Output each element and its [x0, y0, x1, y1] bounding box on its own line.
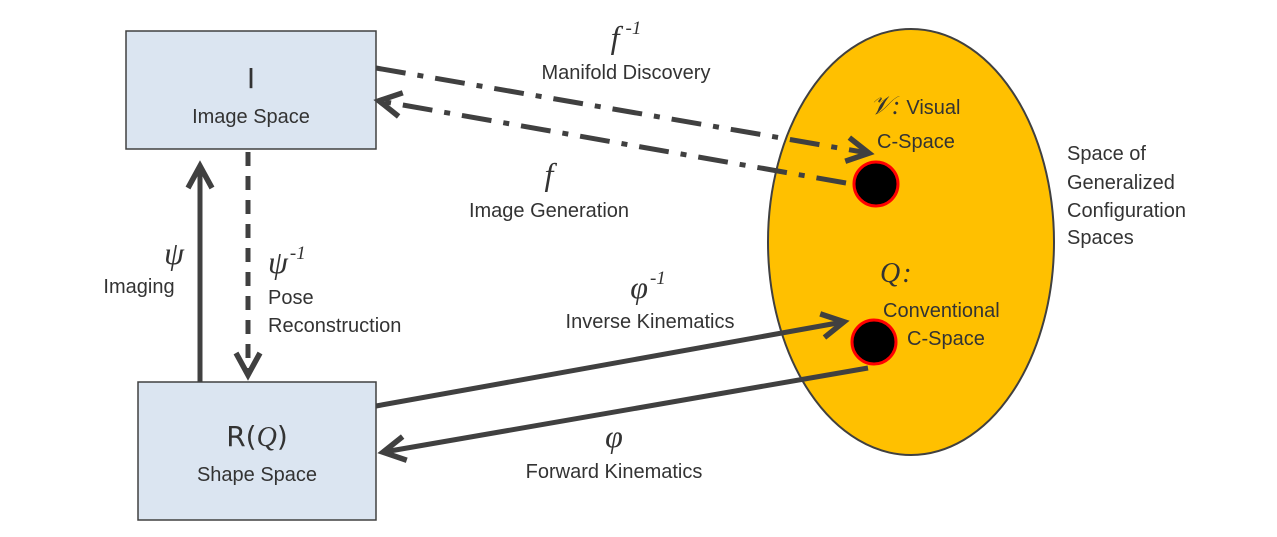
manifold-discovery-symbol-main: f [611, 19, 624, 55]
manifold-discovery-label: Manifold Discovery [542, 62, 711, 84]
generalized-space-label-line4: Spaces [1067, 227, 1134, 249]
generalized-space-label-line2: Generalized [1067, 172, 1175, 194]
shape-space-symbol-var: Q [257, 422, 277, 453]
manifold-discovery-superscript: -1 [626, 18, 642, 39]
visual-cspace-colon: : [892, 91, 901, 120]
manifold-discovery-arrow [375, 65, 875, 164]
image-generation-arrow [373, 90, 847, 186]
imaging-symbol: ψ [164, 235, 185, 271]
image-space-box [125, 30, 377, 150]
manifold-discovery-symbol: f-1 [611, 18, 642, 55]
conventional-cspace-label-line2: C-Space [907, 328, 985, 350]
inverse-kinematics-arrow [375, 311, 850, 409]
shape-space-box [137, 381, 377, 521]
shape-space-label: Shape Space [197, 464, 317, 486]
visual-cspace-label-line2: C-Space [877, 131, 955, 153]
imaging-label: Imaging [103, 276, 174, 298]
image-generation-label: Image Generation [469, 200, 629, 222]
generalized-space-label-line3: Configuration [1067, 200, 1186, 222]
shape-space-symbol: R(Q) [226, 420, 288, 453]
inverse-kinematics-label: Inverse Kinematics [566, 311, 735, 333]
inverse-kinematics-symbol: φ-1 [630, 268, 666, 305]
pose-reconstruction-symbol-main: ψ [268, 244, 289, 280]
pose-reconstruction-superscript: -1 [290, 243, 306, 264]
visual-cspace-title: 𝒱:Visual [870, 91, 960, 120]
conventional-cspace-symbol: Q [880, 258, 900, 289]
shape-space-symbol-prefix: R( [226, 420, 256, 453]
conventional-cspace-colon: : [902, 258, 911, 289]
inverse-kinematics-superscript: -1 [650, 268, 666, 289]
inverse-kinematics-symbol-main: φ [630, 269, 648, 305]
visual-cspace-label-line1: Visual [906, 97, 960, 119]
visual-cspace-point [852, 160, 900, 208]
generalized-space-label-line1: Space of [1067, 143, 1146, 165]
conventional-cspace-label-line1: Conventional [883, 300, 1000, 322]
image-space-label: Image Space [192, 106, 310, 128]
image-space-symbol: I [247, 62, 255, 95]
pose-reconstruction-label-line2: Reconstruction [268, 315, 401, 337]
forward-kinematics-symbol: φ [605, 418, 623, 454]
pose-reconstruction-label-line1: Pose [268, 287, 314, 309]
forward-kinematics-label: Forward Kinematics [526, 461, 703, 483]
shape-space-symbol-suffix: ) [277, 420, 288, 453]
image-generation-symbol: f [545, 156, 558, 192]
pose-reconstruction-symbol: ψ-1 [268, 243, 306, 280]
conventional-cspace-title: Q: [880, 258, 912, 289]
conventional-cspace-point [850, 318, 898, 366]
generalized-config-space-ellipse [767, 28, 1055, 456]
forward-kinematics-arrow [377, 365, 869, 463]
